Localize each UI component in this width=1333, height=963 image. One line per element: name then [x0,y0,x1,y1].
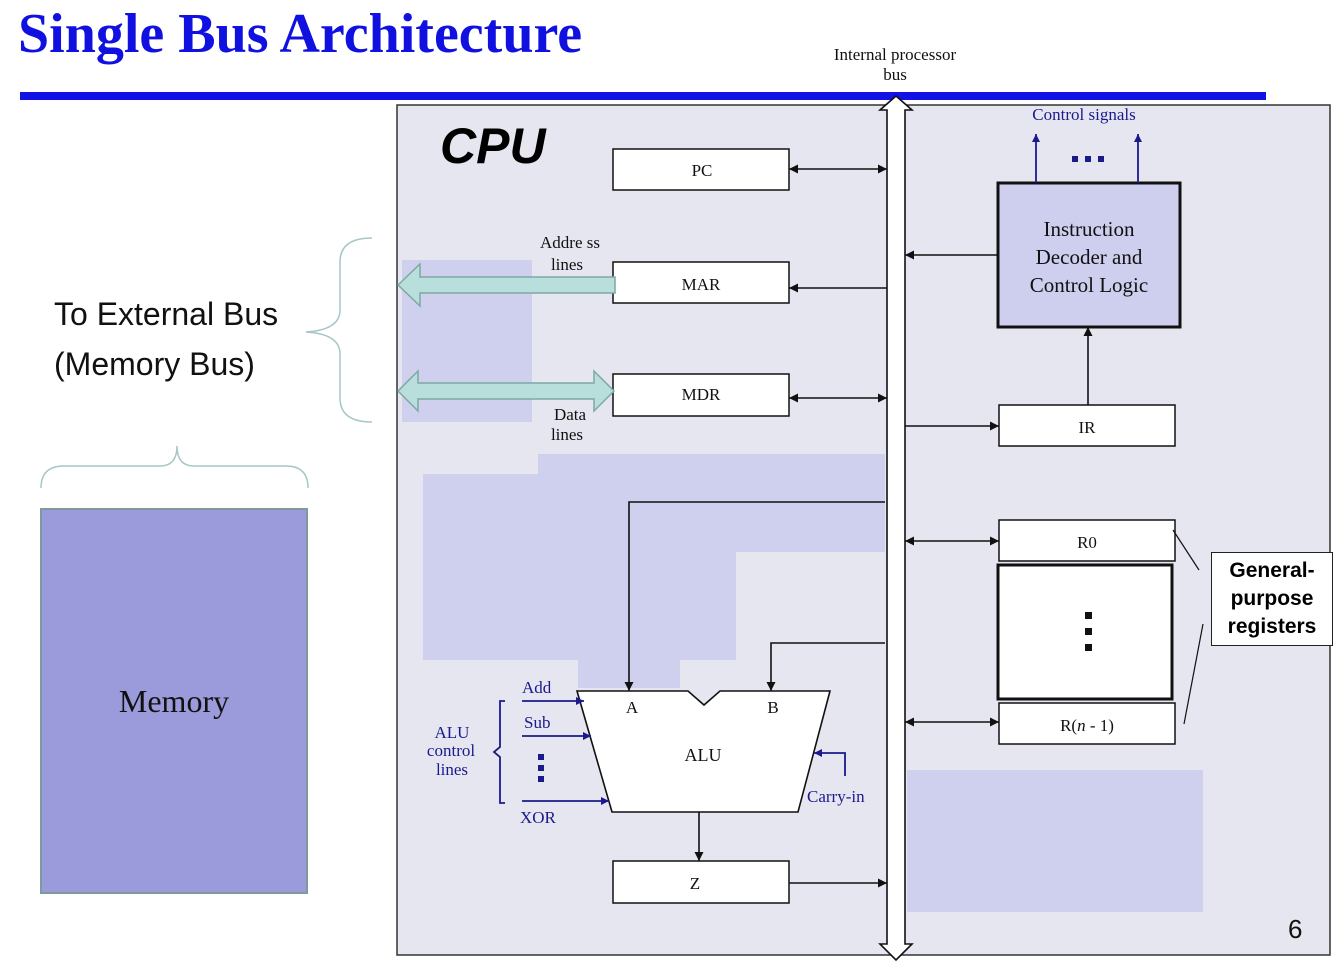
memory-bus-label: (Memory Bus) [54,346,255,382]
bus-to-alu-b [766,642,885,691]
highlight-region [423,474,538,660]
page-title: Single Bus Architecture [18,3,583,65]
z-register [612,860,790,904]
mdr-label: MDR [682,385,721,404]
rn-register [998,702,1176,745]
gpr-line3: registers [1227,615,1317,638]
highlight-region [907,770,1203,912]
cpu-label: CPU [440,118,547,174]
alu-control-line2: control [427,741,475,760]
rn-label: R(n - 1) [1060,716,1114,735]
control-signal-dots [1072,156,1104,162]
mar-register [612,261,790,304]
alu-input-b: B [767,698,778,717]
alu-label: ALU [685,745,722,765]
alu-unit [575,690,832,813]
bus-label-line2: bus [883,65,907,84]
title-rule [20,92,1266,100]
gpr-line1: General- [1229,559,1315,582]
decoder-line1: Instruction [1044,217,1135,241]
control-signals-label: Control signals [1032,105,1135,124]
mdr-register [612,373,790,417]
alu-control-bracket [492,700,505,804]
register-ellipsis [1085,612,1092,651]
gpr-callout: General- purpose registers [1211,552,1333,646]
data-lines-line2: lines [551,425,583,444]
alu-control-line3: lines [436,760,468,779]
mar-label: MAR [682,275,721,294]
pc-register [612,148,790,191]
ir-register [998,404,1176,447]
alu-op-sub: Sub [524,713,550,732]
pc-label: PC [692,161,713,180]
external-bus-label: To External Bus [54,296,279,332]
decoder-line2: Decoder and [1036,245,1143,269]
alu-input-a: A [626,698,639,717]
address-lines-line2: lines [551,255,583,274]
memory-block: Memory [40,508,308,894]
highlight-region [538,552,736,660]
alu-op-add: Add [522,678,552,697]
alu-op-xor: XOR [520,808,557,827]
memory-label: Memory [118,682,230,719]
internal-bus [877,94,915,962]
bus-label-line1: Internal processor [834,45,957,64]
r0-label: R0 [1077,533,1097,552]
instruction-decoder [996,181,1182,329]
alu-control-line1: ALU [435,723,470,742]
address-lines-line1: Addre ss [540,233,600,252]
external-bus-brace [305,237,373,423]
page-number: 6 [1288,914,1303,944]
data-lines-line1: Data [554,405,587,424]
gpr-line2: purpose [1230,587,1314,610]
r0-register [998,519,1176,562]
decoder-line3: Control Logic [1030,273,1148,297]
gpr-pointer-top [1172,529,1200,571]
highlight-region [538,454,885,552]
carry-in-arrow [814,749,846,776]
carry-in-label: Carry-in [807,787,865,806]
memory-brace [40,445,309,489]
z-label: Z [690,874,700,893]
data-lines-arrow [396,369,616,413]
address-lines-arrow [396,262,616,308]
gpr-pointer-bottom [1183,623,1204,725]
ir-label: IR [1079,418,1097,437]
bus-to-alu-a [624,501,885,691]
alu-op-ellipsis [538,754,544,782]
